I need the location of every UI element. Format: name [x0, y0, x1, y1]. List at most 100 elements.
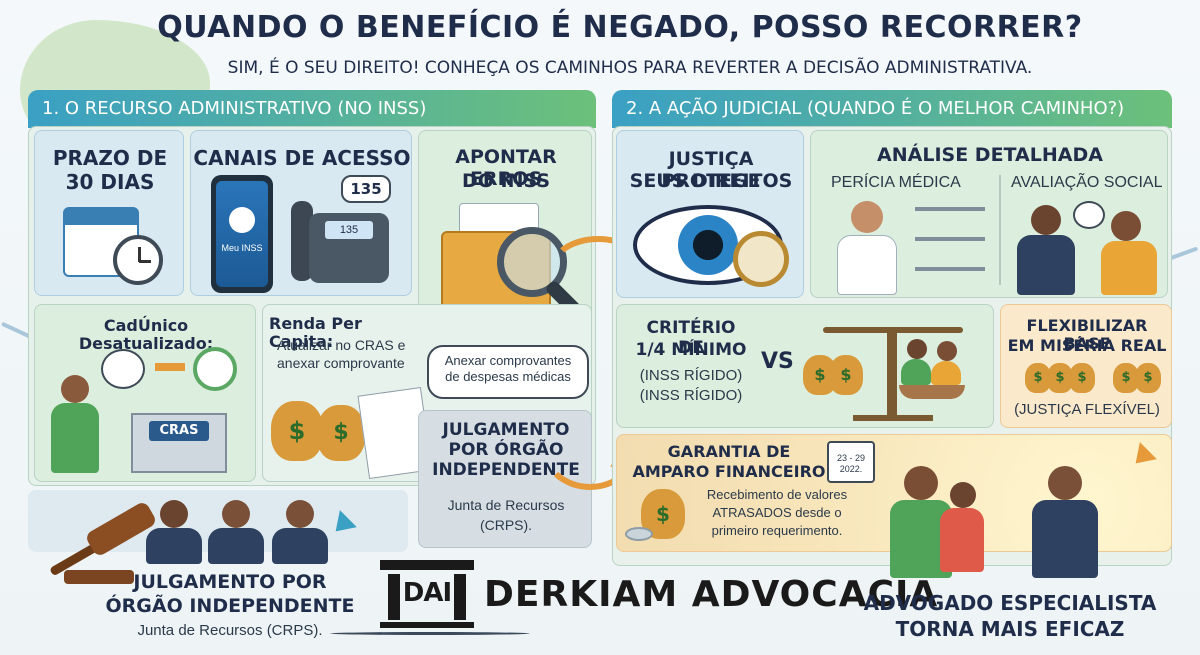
page-title: QUANDO O BENEFÍCIO É NEGADO, POSSO RECOR…: [157, 10, 1083, 45]
canais-title: CANAIS DE ACESSO: [193, 146, 411, 170]
citizen-icon: [1101, 241, 1157, 295]
card-cadunico: CadÚnico Desatualizado: CRAS: [34, 304, 256, 482]
julgamento-bottom-title-2: ÓRGÃO INDEPENDENTE: [105, 595, 355, 617]
logo-underline: [330, 632, 530, 635]
card-justica: JUSTIÇA PROTEGE SEUS DIREITOS: [616, 130, 804, 298]
social-worker-head: [1031, 205, 1061, 235]
card-analise: ANÁLISE DETALHADA PERÍCIA MÉDICA AVALIAÇ…: [810, 130, 1168, 298]
criterio-title-2: 1/4 MÍNIMO: [635, 340, 747, 360]
garantia-text-3: primeiro requerimento.: [711, 523, 843, 538]
renda-bubble-text-2: de despesas médicas: [445, 368, 571, 384]
money-bag-icon: $: [1113, 363, 1139, 393]
renda-title: Renda Per Capita:: [269, 314, 362, 352]
desk-phone-icon: 135: [309, 213, 389, 283]
lawyer-head: [1048, 466, 1082, 500]
judge-head: [222, 500, 250, 528]
client-head: [904, 466, 938, 500]
card-julgamento-orgao: JULGAMENTO POR ÓRGÃO INDEPENDENTE Junta …: [418, 410, 592, 548]
eye-icon: [633, 205, 783, 285]
avaliacao-label: AVALIAÇÃO SOCIAL: [1011, 174, 1163, 191]
garantia-title-2: AMPARO FINANCEIRO: [632, 462, 826, 481]
criterio-text-2: (INSS RÍGIDO): [639, 387, 743, 404]
card-flexibilizar: FLEXIBILIZAR BASE EM MISÉRIA REAL $ $ $ …: [1000, 304, 1172, 428]
brand-logo-text: DAI: [402, 578, 452, 608]
person-icon: [51, 403, 99, 473]
card-criterio: CRITÉRIO DE 1/4 MÍNIMO (INSS RÍGIDO) (IN…: [616, 304, 994, 428]
brand-logo: DAI: [380, 560, 474, 630]
refresh-icon: [193, 347, 237, 391]
child-head: [950, 482, 976, 508]
calendar-icon: 23 - 29 2022.: [827, 441, 875, 483]
judge-head: [286, 500, 314, 528]
checklist-icon: [915, 267, 985, 271]
money-bag-icon: $: [829, 355, 863, 395]
garantia-text-1: Recebimento de valores: [706, 487, 848, 502]
card-prazo: PRAZO DE 30 DIAS: [34, 130, 184, 296]
compass-icon: [733, 231, 789, 287]
checklist-icon: [915, 237, 985, 241]
apontar-title-1: APONTAR ERROS: [455, 146, 557, 190]
julgamento-title-2: POR ÓRGÃO: [448, 440, 564, 460]
family-bubble-icon: [101, 349, 145, 389]
child-icon: [940, 508, 984, 572]
garantia-title-1: GARANTIA DE: [667, 442, 791, 461]
pericia-label: PERÍCIA MÉDICA: [831, 174, 961, 191]
money-bag-icon: $: [1047, 363, 1073, 393]
section-header-recurso: 1. O RECURSO ADMINISTRATIVO (NO INSS): [28, 90, 596, 128]
vs-label: VS: [761, 349, 794, 374]
coin-icon: [625, 527, 653, 541]
julgamento-title-1: JULGAMENTO: [442, 420, 570, 440]
desk-phone-handset: [291, 201, 313, 281]
renda-text-1: Atualizar no CRAS e: [277, 337, 406, 353]
judge-icon: [272, 528, 328, 564]
julgamento-text-2: (CRPS).: [479, 517, 533, 533]
calendar-dates: 23 - 29: [836, 453, 866, 463]
divider: [999, 175, 1001, 285]
arrow-icon: [155, 363, 185, 371]
money-bag-icon: $: [1025, 363, 1051, 393]
social-worker-icon: [1017, 235, 1075, 295]
brand-name: DERKIAM ADVOCACIA: [484, 574, 939, 615]
cadunico-title: CadÚnico Desatualizado:: [78, 316, 214, 354]
cras-sign: CRAS: [149, 421, 209, 441]
person-head: [61, 375, 89, 403]
renda-text-2: anexar comprovante: [277, 355, 405, 371]
advogado-title-1: ADVOGADO ESPECIALISTA: [863, 591, 1157, 615]
clock-icon: [113, 235, 163, 285]
money-bag-icon: $: [1135, 363, 1161, 393]
cras-building-icon: CRAS: [131, 413, 227, 473]
judge-icon: [146, 528, 202, 564]
flexibilizar-text: (JUSTIÇA FLEXÍVEL): [1014, 401, 1160, 418]
phone-number-bubble: 135: [341, 175, 391, 203]
renda-bubble-text-1: Anexar comprovantes: [444, 353, 572, 368]
lawyer-icon: [1032, 500, 1098, 578]
heart-bubble-icon: [1073, 201, 1105, 229]
calendar-year: 2022.: [839, 463, 863, 474]
judge-icon: [208, 528, 264, 564]
criterio-text-1: (INSS RÍGIDO): [639, 367, 743, 384]
doctor-head: [851, 201, 883, 233]
app-label: Meu INSS: [216, 181, 268, 287]
citizen-head: [1111, 211, 1141, 241]
justica-title-1: JUSTIÇA PROTEGE: [661, 148, 761, 192]
phone-display: 135: [325, 221, 373, 239]
page-subtitle: SIM, É O SEU DIREITO! CONHEÇA OS CAMINHO…: [227, 58, 1033, 78]
section-header-acao-judicial: 2. A AÇÃO JUDICIAL (QUANDO É O MELHOR CA…: [612, 90, 1172, 128]
apontar-title-2: DO INSS: [461, 170, 551, 192]
gavel-base: [64, 570, 134, 584]
card-canais: CANAIS DE ACESSO Meu INSS 135 135: [190, 130, 412, 296]
flexibilizar-title-1: FLEXIBILIZAR BASE: [1026, 316, 1148, 354]
flexibilizar-title-2: EM MISÉRIA REAL: [1007, 336, 1167, 355]
money-bag-icon: $: [1069, 363, 1095, 393]
renda-bubble: Anexar comprovantes de despesas médicas: [427, 345, 589, 399]
money-bag-icon: $: [271, 401, 323, 461]
julgamento-title-3: INDEPENDENTE: [432, 460, 580, 480]
advogado-title-2: TORNA MAIS EFICAZ: [895, 617, 1125, 641]
julgamento-bottom-title-1: JULGAMENTO POR: [133, 571, 327, 593]
julgamento-bottom-text: Junta de Recursos (CRPS).: [137, 622, 323, 639]
justica-title-2: SEUS DIREITOS: [629, 170, 793, 192]
julgamento-text-1: Junta de Recursos: [447, 497, 565, 513]
checklist-icon: [915, 207, 985, 211]
analise-title: ANÁLISE DETALHADA: [877, 144, 1103, 166]
money-bag-icon: $: [317, 405, 365, 461]
